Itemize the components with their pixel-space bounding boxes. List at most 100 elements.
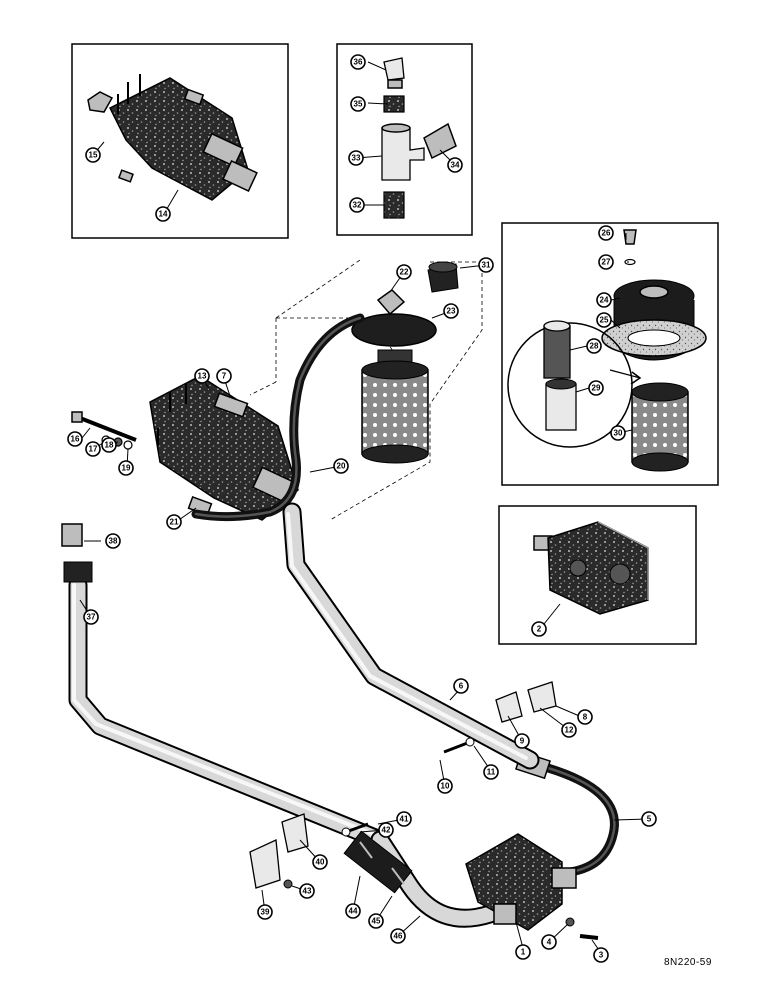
callout-11: 11	[483, 764, 499, 780]
svg-text:18: 18	[105, 441, 114, 450]
svg-text:26: 26	[602, 229, 611, 238]
svg-text:32: 32	[353, 201, 362, 210]
callout-4: 4	[541, 934, 557, 950]
svg-text:36: 36	[354, 58, 363, 67]
callout-25: 25	[596, 312, 612, 328]
svg-text:15: 15	[89, 151, 98, 160]
svg-text:30: 30	[614, 429, 623, 438]
callout-3: 3	[593, 947, 609, 963]
svg-text:1: 1	[521, 948, 526, 957]
callout-1: 1	[515, 944, 531, 960]
svg-text:12: 12	[565, 726, 574, 735]
callout-37: 37	[83, 609, 99, 625]
svg-text:7: 7	[222, 372, 227, 381]
svg-text:5: 5	[647, 815, 652, 824]
svg-text:13: 13	[198, 372, 207, 381]
callout-33: 33	[348, 150, 364, 166]
callout-39: 39	[257, 904, 273, 920]
callout-12: 12	[561, 722, 577, 738]
svg-text:11: 11	[487, 768, 496, 777]
svg-text:10: 10	[441, 782, 450, 791]
pump-inset-drawing	[533, 521, 649, 615]
control-valve-inset-drawing	[87, 74, 258, 201]
callout-26: 26	[598, 225, 614, 241]
main-hydraulic-pump	[465, 833, 599, 940]
callout-21: 21	[166, 514, 182, 530]
callout-27: 27	[598, 254, 614, 270]
svg-text:42: 42	[382, 826, 391, 835]
callout-31: 31	[478, 257, 494, 273]
callout-34: 34	[447, 157, 463, 173]
svg-text:29: 29	[592, 384, 601, 393]
hose-clamps	[343, 830, 413, 894]
svg-text:39: 39	[261, 908, 270, 917]
callout-13: 13	[194, 368, 210, 384]
svg-text:37: 37	[87, 613, 96, 622]
svg-text:34: 34	[451, 161, 460, 170]
callout-9: 9	[514, 733, 530, 749]
callout-10: 10	[437, 778, 453, 794]
callout-30: 30	[610, 425, 626, 441]
callout-8: 8	[577, 709, 593, 725]
callout-16: 16	[67, 431, 83, 447]
inset-box-pump	[498, 505, 697, 645]
svg-text:19: 19	[122, 464, 131, 473]
svg-text:25: 25	[600, 316, 609, 325]
callout-43: 43	[299, 883, 315, 899]
callout-15: 15	[85, 147, 101, 163]
svg-text:27: 27	[602, 258, 611, 267]
svg-text:31: 31	[482, 261, 491, 270]
svg-text:38: 38	[109, 537, 118, 546]
svg-text:3: 3	[599, 951, 604, 960]
callout-42: 42	[378, 822, 394, 838]
pipe-46	[370, 830, 500, 928]
callout-5: 5	[641, 811, 657, 827]
callout-24: 24	[596, 292, 612, 308]
tee-fittings-inset-drawing	[381, 57, 457, 219]
svg-text:17: 17	[89, 445, 98, 454]
svg-text:2: 2	[537, 625, 542, 634]
main-reservoir-filter	[351, 261, 459, 464]
svg-text:6: 6	[459, 682, 464, 691]
callout-40: 40	[312, 854, 328, 870]
svg-text:44: 44	[349, 907, 358, 916]
callout-6: 6	[453, 678, 469, 694]
inset-box-tee-fittings	[336, 43, 473, 236]
svg-text:24: 24	[600, 296, 609, 305]
pipe-6	[282, 502, 540, 770]
callout-22: 22	[396, 264, 412, 280]
callout-35: 35	[350, 96, 366, 112]
inset-box-control-valve	[71, 43, 289, 239]
svg-text:33: 33	[352, 154, 361, 163]
callout-45: 45	[368, 913, 384, 929]
callout-36: 36	[350, 54, 366, 70]
svg-text:28: 28	[590, 342, 599, 351]
callout-20: 20	[333, 458, 349, 474]
inset-box-filter	[501, 222, 719, 486]
callout-7: 7	[216, 368, 232, 384]
svg-text:16: 16	[71, 435, 80, 444]
svg-text:23: 23	[447, 307, 456, 316]
diagram-code: 8N220-59	[664, 957, 712, 968]
svg-text:4: 4	[547, 938, 552, 947]
callout-29: 29	[588, 380, 604, 396]
callout-18: 18	[101, 437, 117, 453]
hose-20	[191, 313, 365, 522]
svg-text:45: 45	[372, 917, 381, 926]
svg-text:41: 41	[400, 815, 409, 824]
svg-text:8: 8	[583, 713, 588, 722]
callout-19: 19	[118, 460, 134, 476]
callout-46: 46	[390, 928, 406, 944]
svg-text:46: 46	[394, 932, 403, 941]
callout-44: 44	[345, 903, 361, 919]
callout-38: 38	[105, 533, 121, 549]
svg-text:35: 35	[354, 100, 363, 109]
callout-32: 32	[349, 197, 365, 213]
callout-2: 2	[531, 621, 547, 637]
callout-17: 17	[85, 441, 101, 457]
svg-text:20: 20	[337, 462, 346, 471]
callout-28: 28	[586, 338, 602, 354]
callout-41: 41	[396, 811, 412, 827]
svg-text:14: 14	[159, 210, 168, 219]
